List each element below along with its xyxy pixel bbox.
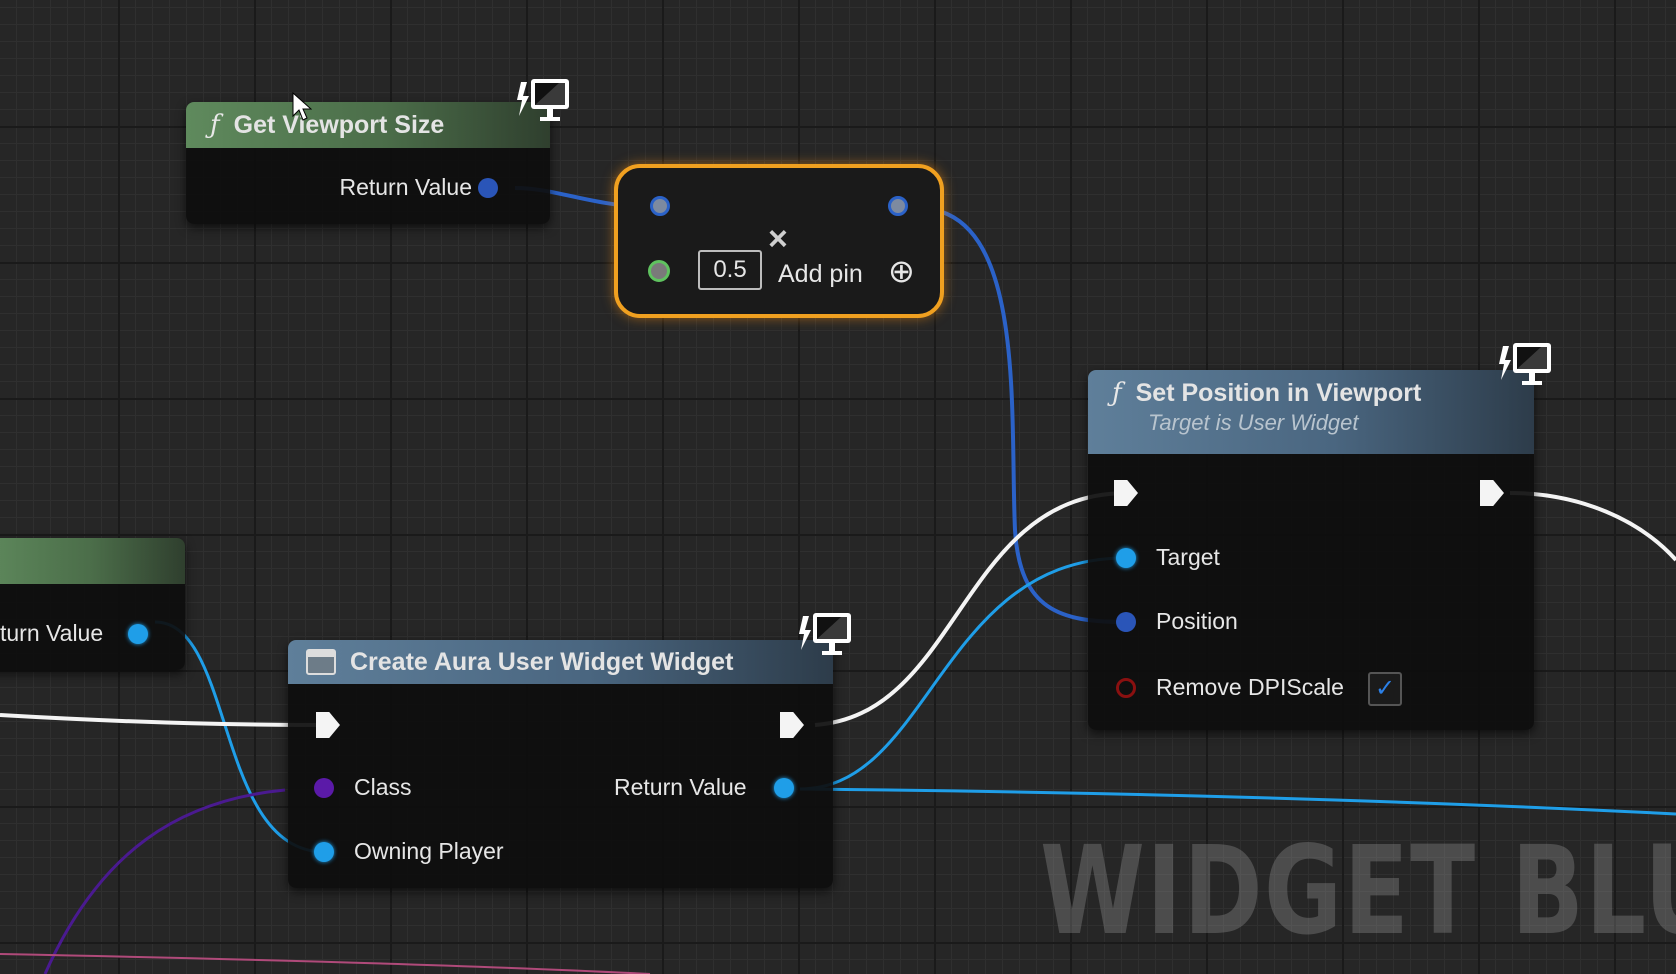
exec-wire-out bbox=[1509, 491, 1676, 562]
exec-wire-in bbox=[0, 713, 321, 727]
node-header[interactable]: ƒ Set Position in Viewport Target is Use… bbox=[1088, 370, 1534, 454]
exec-wire-create-to-set bbox=[814, 491, 1126, 727]
return-value-pin[interactable] bbox=[478, 178, 498, 198]
pin-label-remove-dpi-scale: Remove DPIScale bbox=[1156, 674, 1344, 700]
class-pin[interactable] bbox=[314, 778, 334, 798]
widget-icon bbox=[306, 649, 336, 675]
multiply-node[interactable]: × 0.5 Add pin ⊕ bbox=[614, 164, 944, 318]
monitor-icon bbox=[799, 613, 851, 655]
pin-label-return-value: turn Value bbox=[0, 620, 104, 646]
create-widget-node[interactable]: Create Aura User Widget Widget Class Ret… bbox=[288, 640, 833, 888]
wire-multiply-to-position bbox=[934, 208, 1126, 624]
add-pin-label[interactable]: Add pin bbox=[778, 260, 863, 288]
pin-label-return-value: Return Value bbox=[614, 774, 747, 800]
node-header[interactable]: Create Aura User Widget Widget bbox=[288, 640, 833, 684]
monitor-icon bbox=[1499, 343, 1551, 385]
wire-class bbox=[43, 788, 286, 974]
mouse-cursor-icon bbox=[292, 92, 312, 121]
exec-output-pin[interactable] bbox=[780, 712, 804, 738]
node-title: Create Aura User Widget Widget bbox=[350, 647, 734, 676]
node-title: Set Position in Viewport bbox=[1135, 378, 1422, 407]
wire-create-return-right bbox=[799, 787, 1676, 816]
get-viewport-size-node[interactable]: ƒ Get Viewport Size Return Value bbox=[186, 102, 550, 224]
node-header[interactable] bbox=[0, 538, 185, 584]
pin-label-position: Position bbox=[1156, 608, 1238, 634]
graph-watermark: WIDGET BLU bbox=[1040, 820, 1676, 962]
vector-input-pin[interactable] bbox=[650, 196, 670, 216]
pin-label-return-value: Return Value bbox=[339, 174, 472, 200]
function-icon: ƒ bbox=[210, 110, 220, 140]
target-pin[interactable] bbox=[1116, 548, 1136, 568]
exec-output-pin[interactable] bbox=[1480, 480, 1504, 506]
pin-label-owning-player: Owning Player bbox=[354, 838, 504, 864]
return-value-pin[interactable] bbox=[774, 778, 794, 798]
pin-label-class: Class bbox=[354, 774, 412, 800]
float-value-input[interactable]: 0.5 bbox=[698, 250, 762, 290]
function-icon: ƒ bbox=[1112, 378, 1122, 408]
add-pin-icon[interactable]: ⊕ bbox=[888, 253, 915, 289]
wire-create-to-target bbox=[799, 556, 1126, 791]
remove-pin-icon[interactable]: × bbox=[768, 220, 788, 258]
float-input-pin[interactable] bbox=[648, 260, 670, 282]
return-value-pin[interactable] bbox=[128, 624, 148, 644]
remove-dpi-scale-checkbox[interactable]: ✓ bbox=[1368, 672, 1402, 706]
partial-left-node[interactable]: turn Value bbox=[0, 538, 185, 670]
node-title: Get Viewport Size bbox=[233, 110, 445, 139]
monitor-icon bbox=[517, 79, 569, 121]
exec-input-pin[interactable] bbox=[1114, 480, 1138, 506]
position-pin[interactable] bbox=[1116, 612, 1136, 632]
vector-output-pin[interactable] bbox=[888, 196, 908, 216]
pin-label-target: Target bbox=[1156, 544, 1220, 570]
set-position-node[interactable]: ƒ Set Position in Viewport Target is Use… bbox=[1088, 370, 1534, 730]
exec-input-pin[interactable] bbox=[316, 712, 340, 738]
node-subtitle: Target is User Widget bbox=[1148, 410, 1359, 435]
remove-dpi-scale-pin[interactable] bbox=[1116, 678, 1136, 698]
node-header[interactable]: ƒ Get Viewport Size bbox=[186, 102, 550, 148]
wire-bottom-pink bbox=[0, 953, 651, 974]
owning-player-pin[interactable] bbox=[314, 842, 334, 862]
